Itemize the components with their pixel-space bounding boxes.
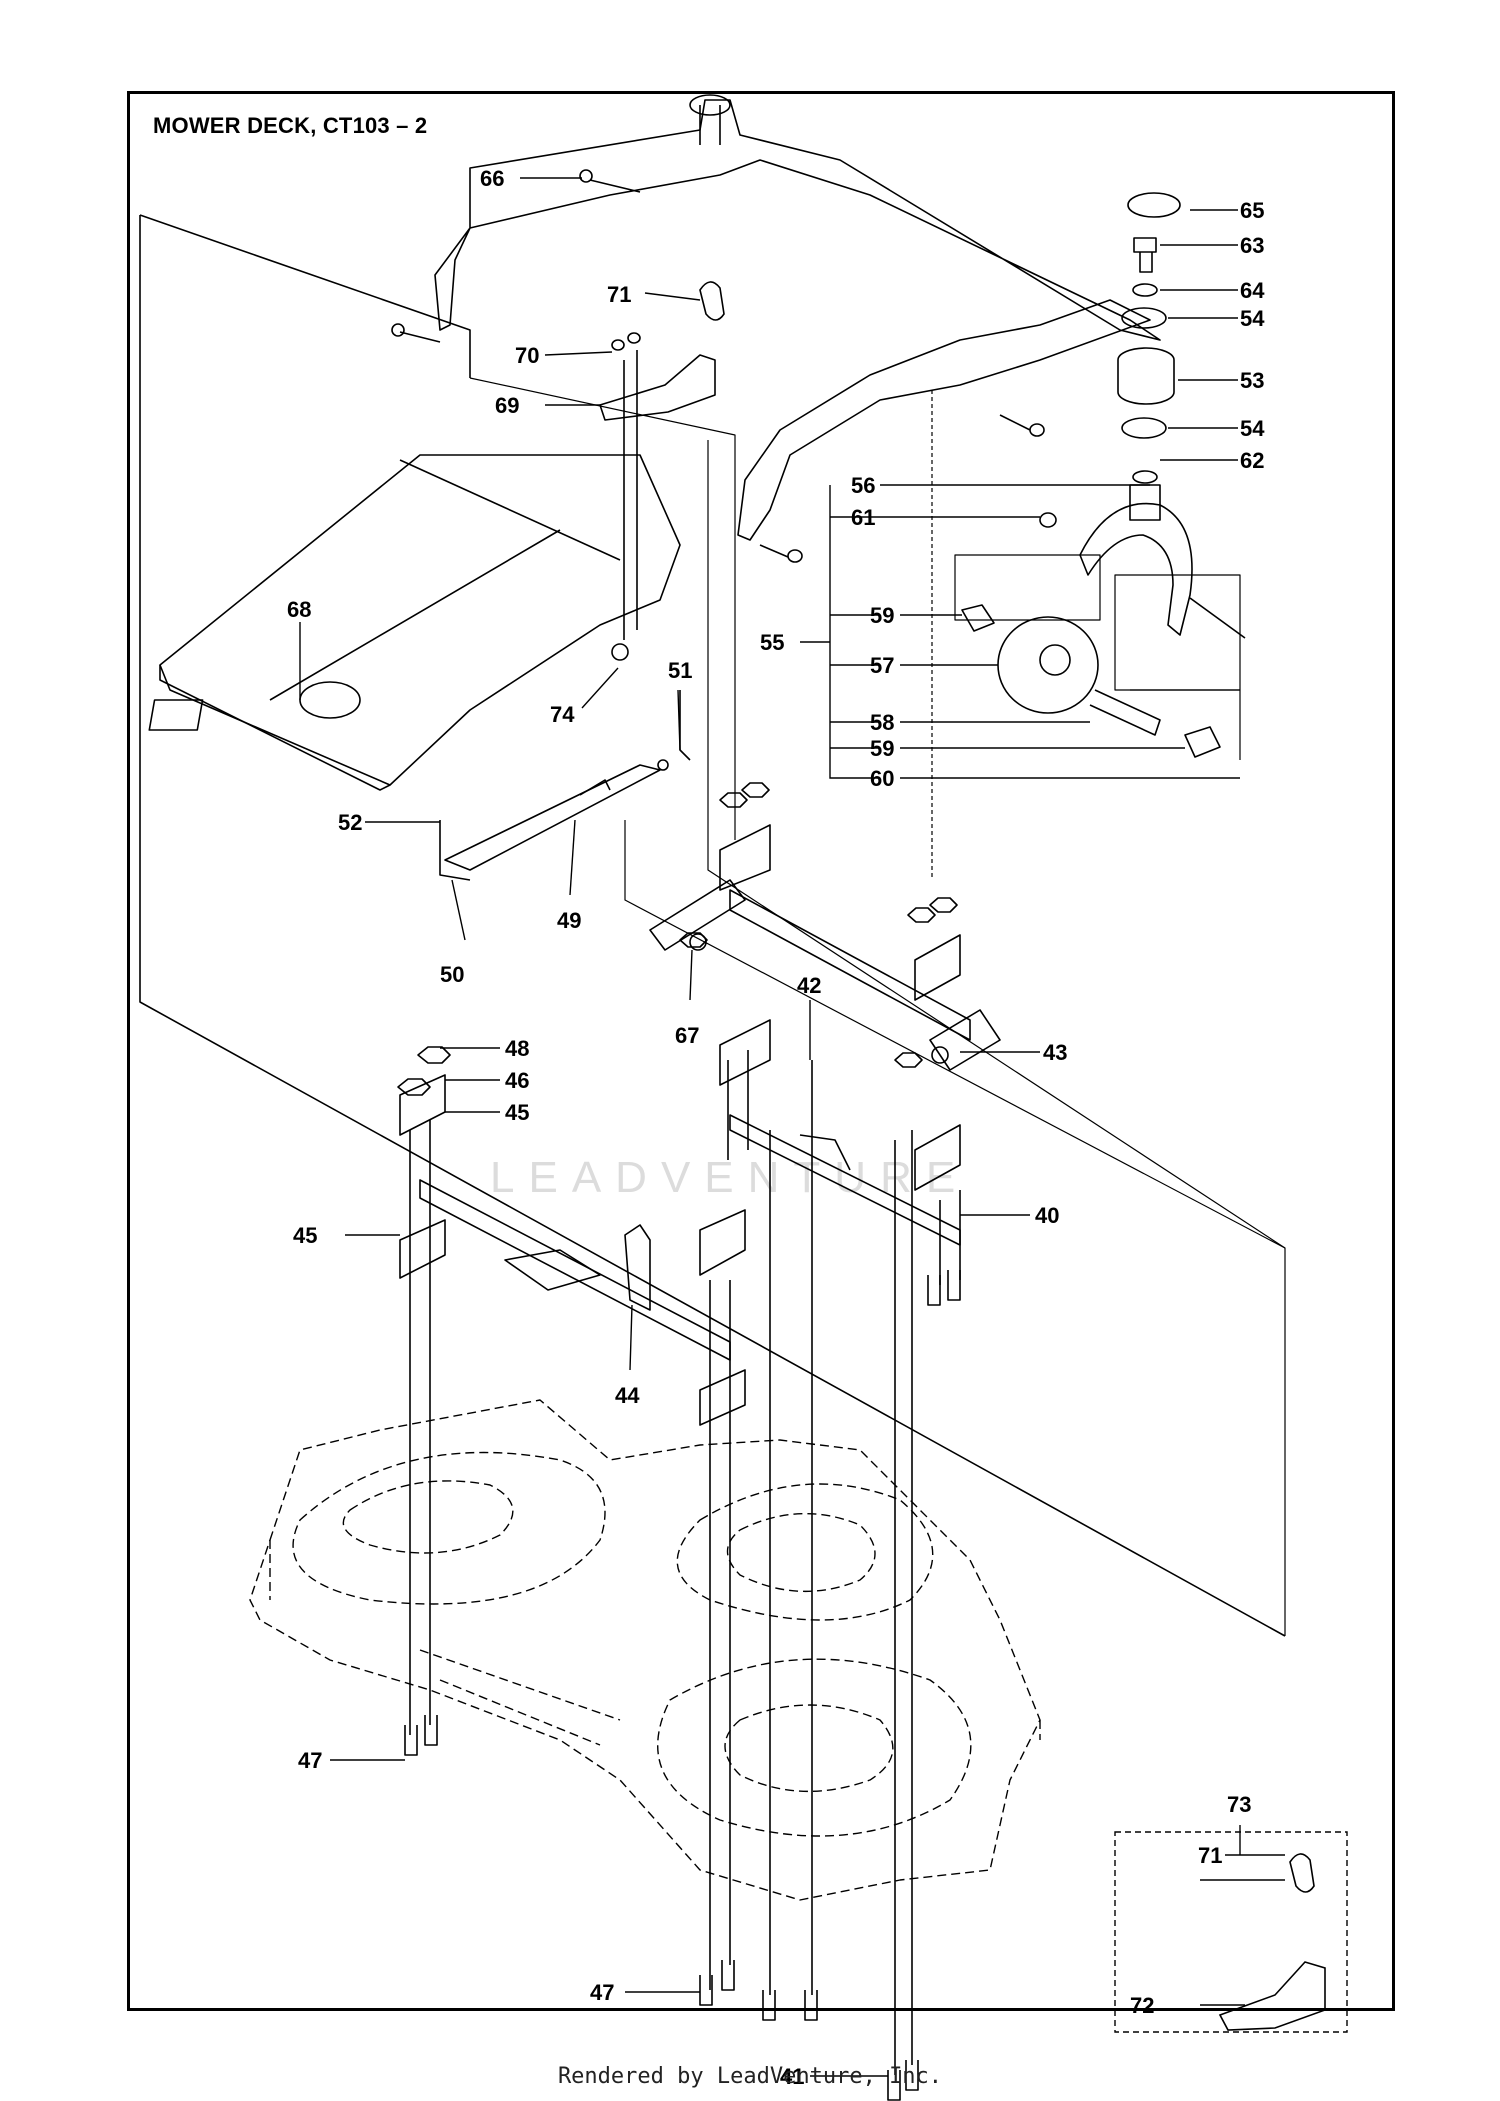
diagram-title: MOWER DECK, CT103 – 2 [153,113,428,138]
callout-74: 74 [550,702,575,727]
caster-fork-56 [1079,502,1193,636]
callout-46: 46 [505,1068,529,1093]
callout-leaders [299,177,1285,2077]
callout-51: 51 [668,658,692,683]
caster-spindle-53 [1117,347,1175,405]
caster-wheel-57 [997,616,1099,714]
callout-55: 55 [760,630,784,655]
callout-60: 60 [870,766,894,791]
callout-59-lower: 59 [870,736,894,761]
clip-71 [699,281,725,321]
callout-45-lower: 45 [293,1223,317,1248]
callout-56: 56 [851,473,875,498]
callout-45-upper: 45 [505,1100,529,1125]
deck-frame-68 [159,454,681,786]
callout-59-upper: 59 [870,603,894,628]
callout-57: 57 [870,653,894,678]
inset-kit-73 [1114,1831,1348,2033]
callout-54-lower: 54 [1240,416,1265,441]
watermark-text: LEADVENTURE [490,1153,969,1202]
pivot-shaft-43 [729,889,971,1041]
footer-credit: Rendered by LeadVenture, Inc. [557,2064,943,2089]
callout-50: 50 [440,962,464,987]
callout-47-center: 47 [590,1980,614,2005]
mower-deck-outline [249,1399,1041,1901]
callout-54-upper: 54 [1240,306,1265,331]
callout-48: 48 [505,1036,529,1061]
linkage-rod-49 [444,764,661,871]
callout-58: 58 [870,710,894,735]
callout-44: 44 [615,1383,640,1408]
callout-67: 67 [675,1023,699,1048]
lift-arm-upper [434,99,1161,341]
callout-66: 66 [480,166,504,191]
callout-62: 62 [1240,448,1264,473]
callout-73: 73 [1227,1792,1251,1817]
diagram-artwork [139,94,1286,2101]
callout-43: 43 [1043,1040,1067,1065]
callout-70: 70 [515,343,539,368]
caster-cap-65 [1127,192,1181,218]
callout-52: 52 [338,810,362,835]
callout-labels: 66 71 70 69 68 74 65 63 64 54 53 54 62 5… [287,166,1265,2089]
callout-68: 68 [287,597,311,622]
bracket-69 [599,354,716,421]
callout-49: 49 [557,908,581,933]
callout-69: 69 [495,393,519,418]
callout-71: 71 [607,282,631,307]
callout-42: 42 [797,973,821,998]
callout-63: 63 [1240,233,1264,258]
callout-64: 64 [1240,278,1265,303]
callout-53: 53 [1240,368,1264,393]
callout-65: 65 [1240,198,1264,223]
callout-72: 72 [1130,1993,1154,2018]
front-shaft-44 [419,1179,731,1361]
callout-47-left: 47 [298,1748,322,1773]
callout-41: 41 [780,2064,804,2089]
lift-arm-front [737,299,1151,541]
callout-71-inset: 71 [1198,1843,1222,1868]
callout-61: 61 [851,505,875,530]
callout-40: 40 [1035,1203,1059,1228]
diagram-frame [127,91,1395,2011]
